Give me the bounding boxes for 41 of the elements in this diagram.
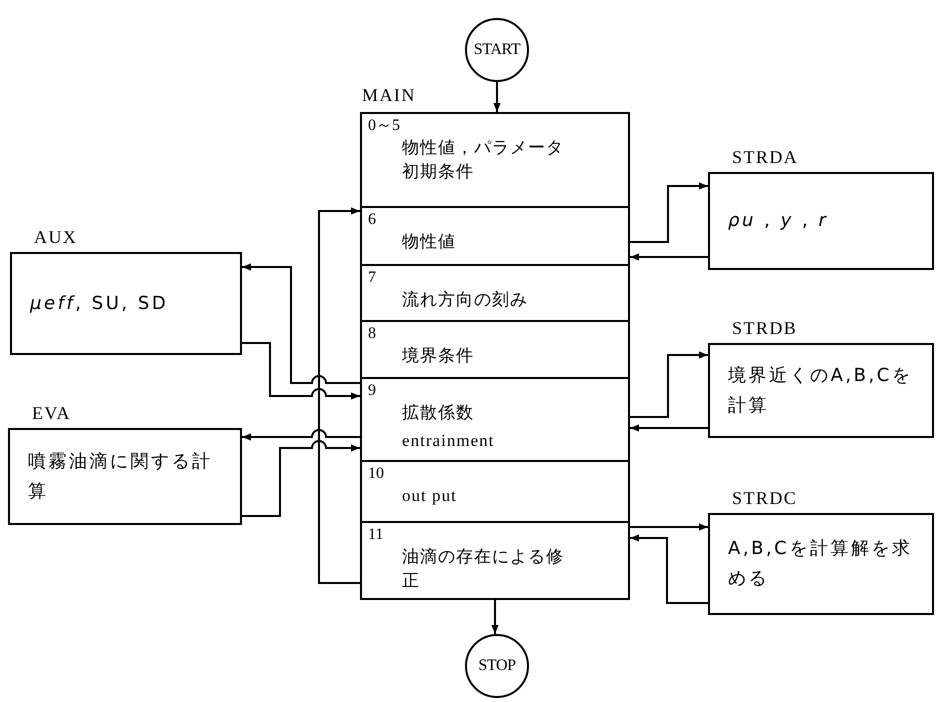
- subroutine-name: STRDC: [732, 487, 798, 510]
- subroutine-text: 噴霧油滴に関する計算: [28, 450, 214, 504]
- arrow: [242, 429, 360, 441]
- subroutine-text: 境界近くのA,B,Cを計算: [728, 364, 914, 418]
- arrow: [630, 424, 708, 432]
- step-number: 7: [368, 268, 376, 288]
- subroutine-name: STRDA: [732, 146, 798, 169]
- step-number: 10: [368, 464, 384, 484]
- subroutine-text: ρu , y , r: [728, 209, 828, 233]
- arrow: [242, 440, 360, 517]
- step-text: 境界条件: [402, 345, 476, 368]
- subroutine-text: μeff, SU, SD: [30, 292, 168, 316]
- arrow: [318, 207, 360, 584]
- terminal-label: START: [474, 40, 520, 60]
- arrow: [242, 342, 360, 400]
- arrow: [630, 523, 708, 531]
- step-text: 拡散係数: [402, 402, 476, 425]
- step-text: 物性値，パラメータ初期条件: [402, 137, 566, 184]
- step-number: 8: [368, 324, 376, 344]
- step-number: 9: [368, 381, 376, 401]
- step-text: 油滴の存在による修正: [402, 546, 566, 593]
- step-number: 6: [368, 210, 376, 230]
- subroutine-name: STRDB: [732, 317, 798, 340]
- arrow: [630, 351, 708, 418]
- step-text: 流れ方向の刻み: [402, 289, 530, 312]
- subroutine-name: EVA: [32, 402, 71, 425]
- arrow: [242, 263, 360, 384]
- arrow: [630, 534, 708, 604]
- subroutine-name: AUX: [34, 226, 78, 249]
- arrow: [630, 253, 708, 261]
- step-number: 11: [368, 525, 384, 545]
- step-text: entrainment: [402, 430, 496, 452]
- subroutine-text: A,B,Cを計算解を求める: [728, 537, 914, 591]
- module-name: MAIN: [362, 84, 416, 107]
- arrow: [493, 82, 501, 112]
- arrow: [630, 182, 708, 243]
- step-text: 物性値: [402, 231, 458, 254]
- step-number: 0～5: [368, 116, 400, 136]
- terminal-label: STOP: [478, 656, 516, 676]
- step-text: out put: [402, 485, 458, 507]
- arrow: [491, 600, 499, 634]
